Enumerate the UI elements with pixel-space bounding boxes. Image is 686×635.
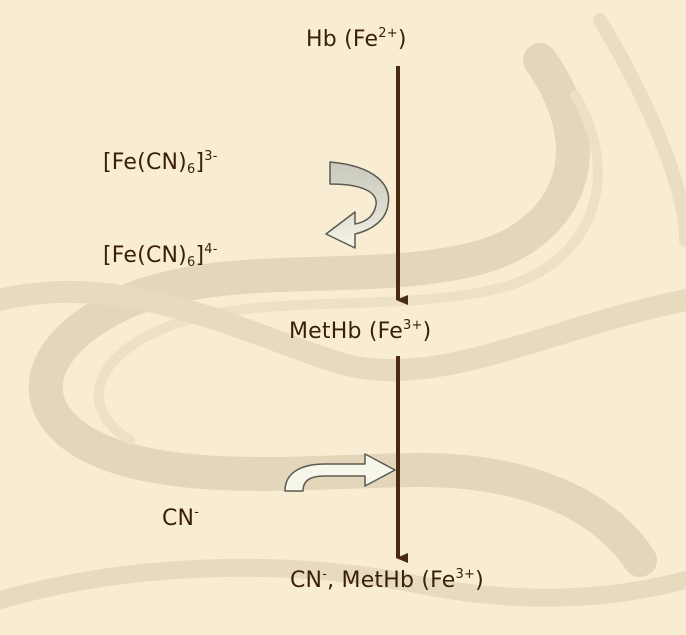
curved-arrow-cyanide-icon: [284, 453, 396, 492]
hb-label: Hb (Fe2+): [306, 26, 407, 52]
ferrocyanide-label: [Fe(CN)6]4-: [103, 242, 218, 270]
curved-arrow-ferricyanide-icon: [325, 161, 390, 249]
ferricyanide-label: [Fe(CN)6]3-: [103, 149, 218, 177]
background-swirl: [0, 13, 686, 609]
product-label: CN-, MetHb (Fe3+): [290, 567, 484, 593]
methb-label: MetHb (Fe3+): [289, 318, 432, 344]
cyanide-label: CN-: [162, 505, 200, 531]
